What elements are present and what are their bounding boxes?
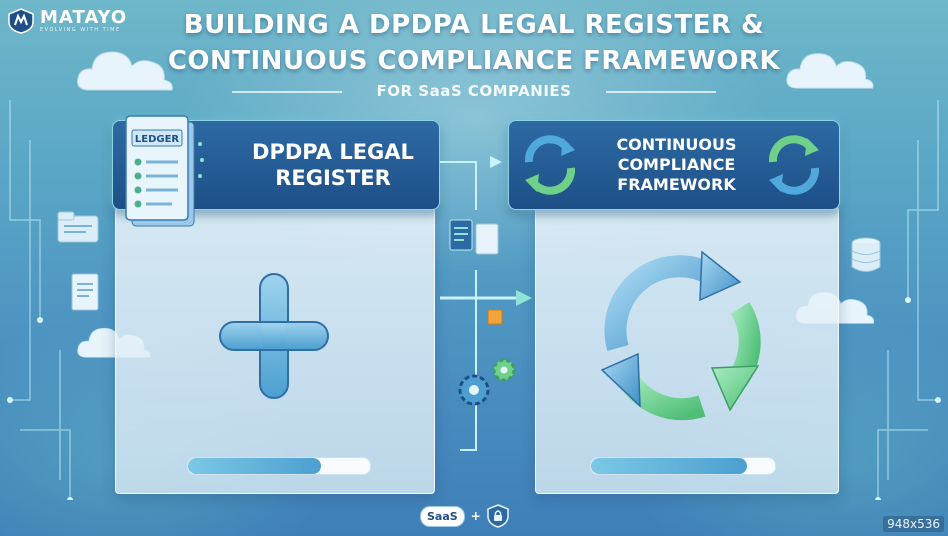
bottom-badges: SaaS + [420, 504, 509, 528]
ledger-label: LEDGER [135, 134, 180, 145]
ledger-book-icon: LEDGER [125, 115, 204, 227]
compliance-framework-heading: CONTINUOUS COMPLIANCE FRAMEWORK [616, 135, 737, 194]
page-title-line-2: CONTINUOUS COMPLIANCE FRAMEWORK [167, 46, 781, 76]
legal-register-progress-bar [187, 457, 371, 475]
brand-logo: MATAYO EVOLVING WITH TIME [8, 8, 127, 34]
circuit-lines-left [7, 100, 73, 500]
cycle-arrows-icon-right [768, 135, 820, 195]
cloud-icon-top-left [77, 51, 173, 91]
brand-name: MATAYO [40, 7, 128, 28]
subtitle-rule-left [232, 91, 342, 93]
logo-mark-icon [8, 8, 34, 34]
folder-icon [57, 211, 99, 243]
continuous-cycle-icon [600, 250, 761, 421]
plus-icon [219, 273, 329, 399]
document-icon [71, 273, 99, 311]
shield-lock-icon [487, 504, 509, 528]
cloud-icon-top-right [786, 53, 874, 89]
circuit-lines-right [875, 100, 941, 500]
page-title-line-1: BUILDING A DPDPA LEGAL REGISTER & [183, 10, 765, 40]
saas-cloud-badge: SaaS [420, 505, 465, 527]
compliance-progress-fill [591, 458, 748, 474]
right-panel [535, 206, 839, 494]
compliance-framework-header: CONTINUOUS COMPLIANCE FRAMEWORK [508, 120, 840, 210]
brand-tagline: EVOLVING WITH TIME [40, 27, 121, 33]
legal-register-progress-fill [188, 458, 321, 474]
page-subtitle: FOR SaaS COMPANIES [376, 82, 572, 100]
database-icon [851, 237, 881, 272]
gear-icon [458, 358, 516, 406]
legal-register-heading: DPDPA LEGAL REGISTER [252, 140, 414, 190]
image-size-label: 948x536 [883, 516, 944, 532]
bottom-plus: + [470, 509, 481, 523]
subtitle-rule-right [606, 91, 716, 93]
compliance-progress-bar [590, 457, 776, 475]
cycle-arrows-icon-left [524, 135, 576, 195]
process-flow-connector [440, 156, 532, 451]
